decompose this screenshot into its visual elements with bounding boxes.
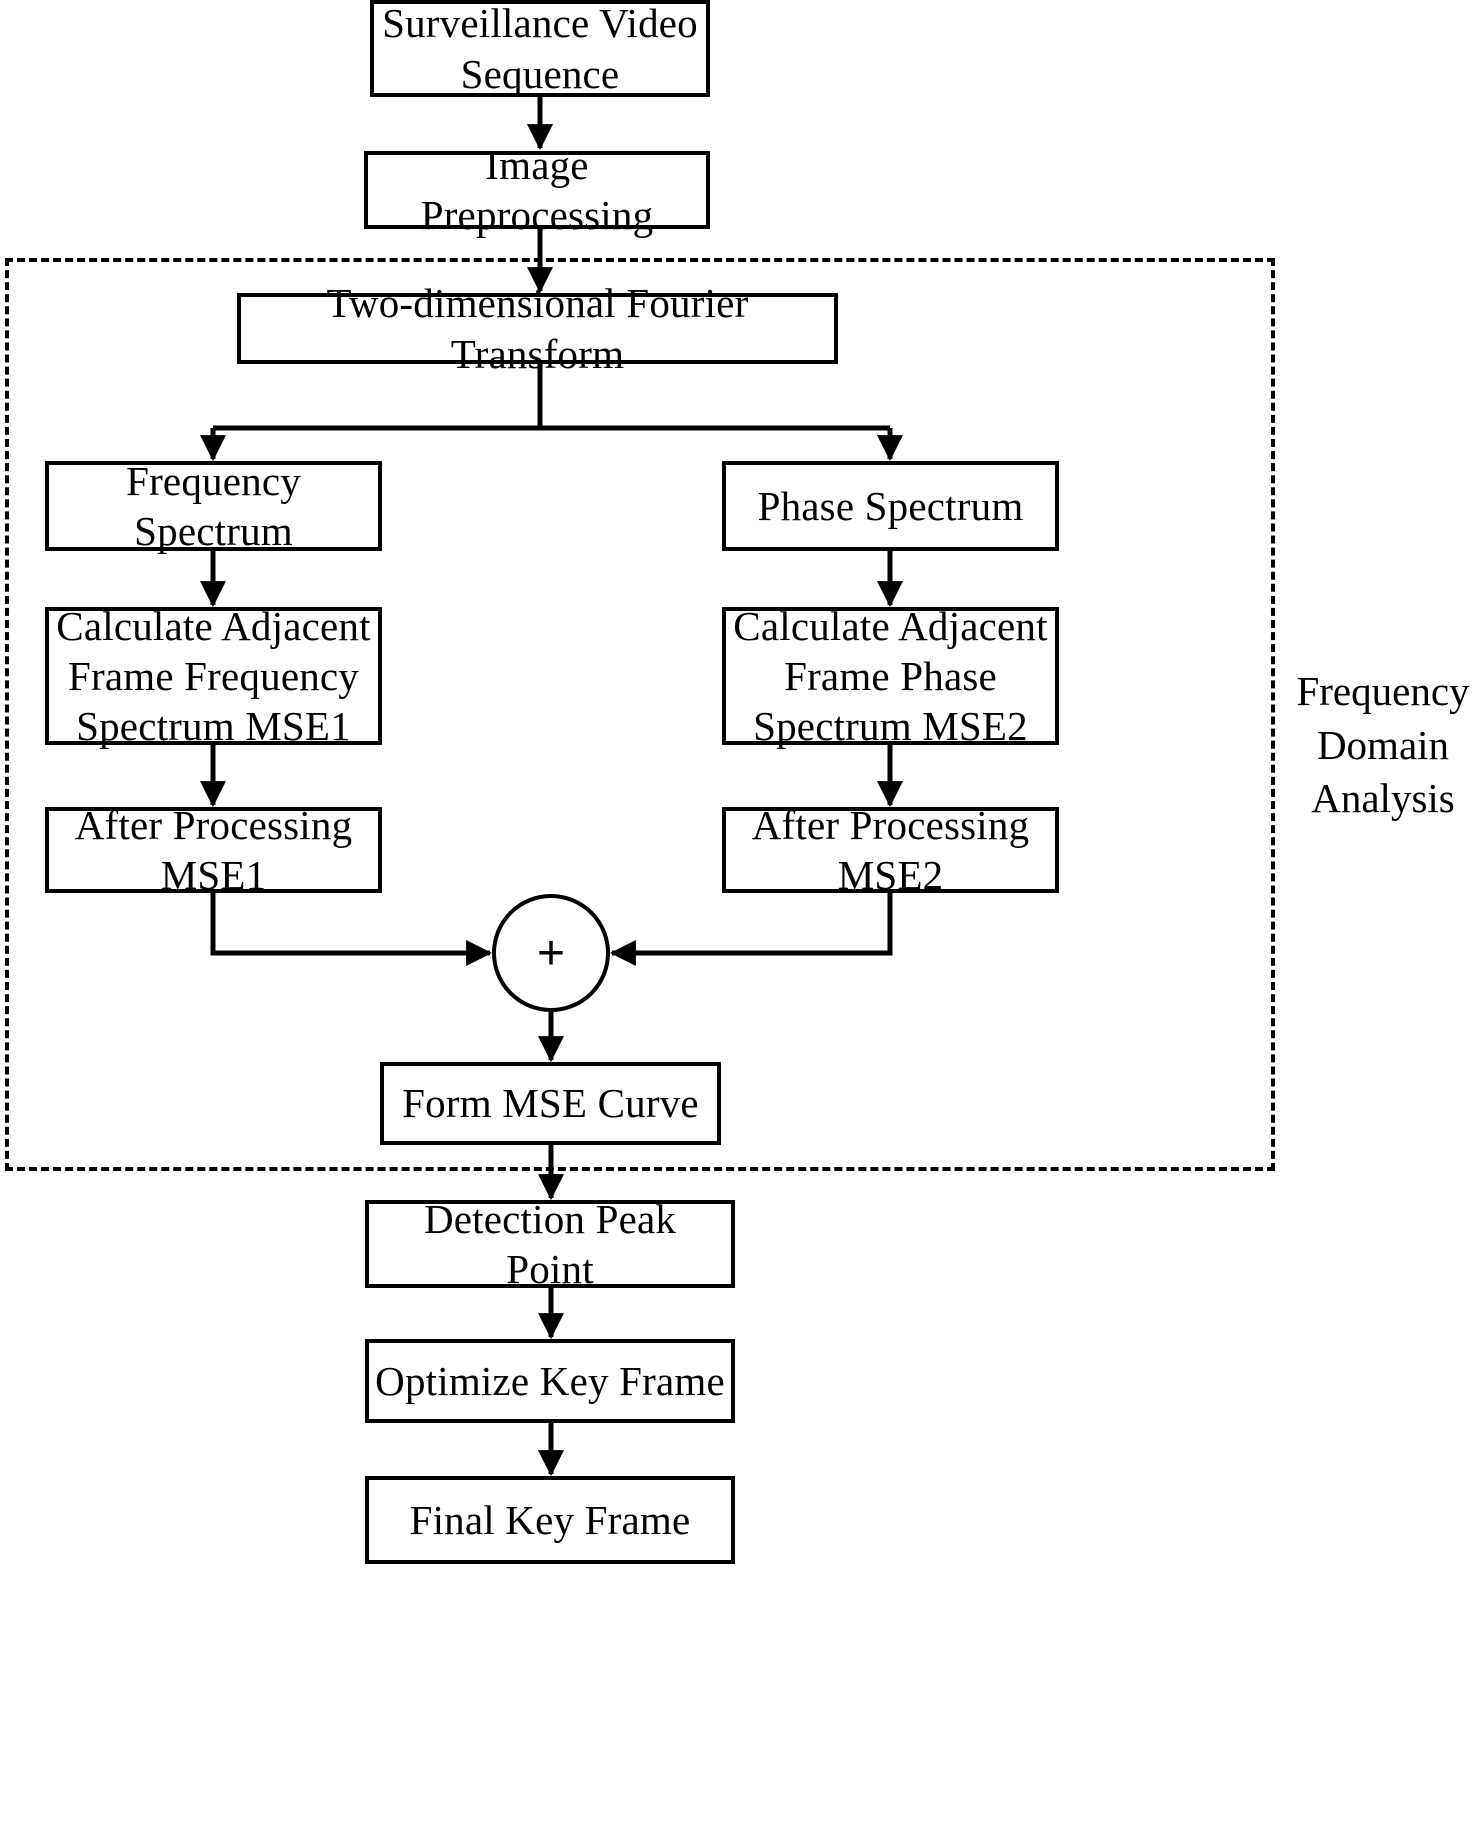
node-form-mse-curve-label: Form MSE Curve: [402, 1080, 699, 1127]
node-frequency-spectrum-label: Frequency Spectrum: [126, 457, 301, 554]
node-surveillance-video-sequence[interactable]: Surveillance Video Sequence: [370, 0, 710, 97]
node-image-preprocessing[interactable]: Image Preprocessing: [364, 142, 710, 238]
frequency-domain-analysis-text: Frequency Domain Analysis: [1296, 668, 1470, 821]
node-calculate-adjacent-frame-phase-spectrum-mse2-label: Calculate Adjacent Frame Phase Spectrum …: [733, 602, 1048, 750]
frequency-domain-analysis-label: Frequency Domain Analysis: [1288, 612, 1478, 825]
node-calculate-adjacent-frame-frequency-spectrum-mse1[interactable]: Calculate Adjacent Frame Frequency Spect…: [45, 603, 382, 749]
node-after-processing-mse2[interactable]: After Processing MSE2: [722, 802, 1059, 898]
node-detection-peak-point[interactable]: Detection Peak Point: [365, 1196, 735, 1292]
node-final-key-frame[interactable]: Final Key Frame: [365, 1476, 735, 1564]
summation-symbol: +: [536, 926, 566, 980]
node-phase-spectrum[interactable]: Phase Spectrum: [722, 461, 1059, 551]
node-two-dimensional-fourier-transform[interactable]: Two-dimensional Fourier Transform: [237, 280, 838, 377]
node-after-processing-mse1-label: After Processing MSE1: [74, 801, 353, 898]
node-frequency-spectrum[interactable]: Frequency Spectrum: [45, 458, 382, 554]
node-optimize-key-frame-label: Optimize Key Frame: [375, 1357, 725, 1404]
node-calculate-adjacent-frame-phase-spectrum-mse2[interactable]: Calculate Adjacent Frame Phase Spectrum …: [722, 603, 1059, 749]
node-surveillance-video-sequence-label: Surveillance Video Sequence: [382, 0, 698, 97]
node-final-key-frame-label: Final Key Frame: [409, 1496, 691, 1543]
node-detection-peak-point-label: Detection Peak Point: [423, 1195, 677, 1292]
node-form-mse-curve[interactable]: Form MSE Curve: [380, 1062, 721, 1145]
node-calculate-adjacent-frame-frequency-spectrum-mse1-label: Calculate Adjacent Frame Frequency Spect…: [56, 602, 371, 750]
summation-node[interactable]: +: [492, 894, 610, 1012]
node-after-processing-mse1[interactable]: After Processing MSE1: [45, 802, 382, 898]
node-optimize-key-frame[interactable]: Optimize Key Frame: [365, 1339, 735, 1423]
node-phase-spectrum-label: Phase Spectrum: [757, 482, 1024, 529]
node-after-processing-mse2-label: After Processing MSE2: [751, 801, 1030, 898]
node-two-dimensional-fourier-transform-label: Two-dimensional Fourier Transform: [326, 280, 749, 377]
edge-after-mse2-to-sum: [609, 893, 893, 966]
node-image-preprocessing-label: Image Preprocessing: [420, 141, 654, 238]
edge-after-mse1-to-sum: [210, 893, 493, 966]
